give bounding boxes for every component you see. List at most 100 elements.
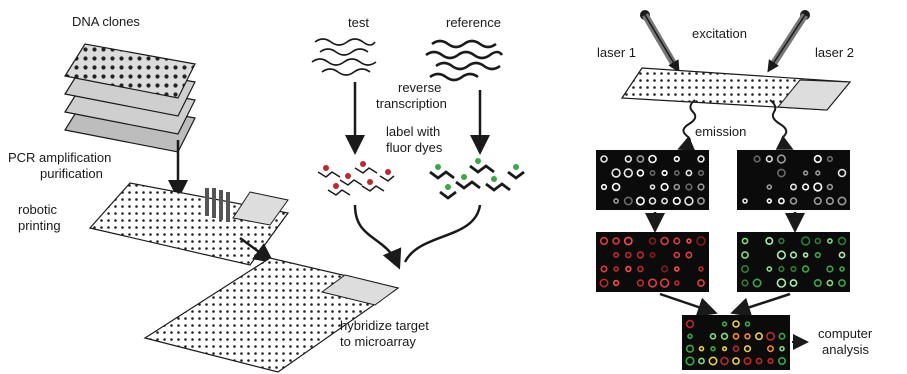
emission-arrow-1 (677, 99, 697, 151)
merged-spot (766, 345, 774, 353)
gray-spot (813, 196, 822, 206)
red-spot (613, 252, 620, 259)
green-spot (766, 266, 773, 272)
red-spot (649, 252, 656, 259)
merged-spot (779, 345, 785, 352)
gray-spot (648, 197, 657, 205)
red-spot (660, 265, 669, 273)
green-spot (752, 278, 762, 288)
red-spot (696, 236, 706, 246)
dna-clone-plates (64, 43, 196, 153)
merged-spot (744, 321, 751, 327)
gray-spot (600, 155, 608, 163)
test-rna-strands (311, 38, 377, 76)
gray-spot (778, 197, 785, 205)
gray-spot (661, 197, 668, 205)
gray-spot (777, 168, 786, 178)
gray-spot (624, 155, 632, 163)
scan-gray-1 (596, 150, 709, 210)
red-spot (647, 278, 658, 288)
red-spot (599, 278, 609, 288)
red-spot (648, 237, 657, 245)
gray-spot (802, 170, 809, 176)
red-spot (636, 279, 645, 287)
green-spot (778, 237, 785, 245)
green-spot (740, 264, 749, 273)
green-spot (789, 279, 798, 287)
gray-spot (776, 154, 787, 164)
green-spot (776, 278, 787, 288)
test-label: test (348, 15, 369, 30)
merged-spot (685, 344, 695, 353)
laser-2 (767, 10, 810, 73)
green-spot (741, 237, 749, 245)
gray-spot (611, 168, 621, 178)
red-spot (660, 236, 669, 246)
gray-spot (636, 155, 645, 163)
red-dye-marks (323, 161, 391, 189)
gray-spot (660, 182, 669, 192)
red-spot (612, 237, 620, 245)
analysis-label: analysis (822, 342, 869, 357)
hybridize-label: hybridize target (340, 318, 429, 333)
gray-spot (826, 183, 834, 191)
green-dye-marks (435, 158, 519, 190)
scan-red (596, 232, 709, 292)
green-spot (826, 265, 834, 273)
scan-gray-2 (737, 150, 850, 210)
merged-spot (698, 345, 705, 352)
merged-spot (708, 356, 718, 366)
red-spot (624, 251, 632, 259)
gray-spot (611, 182, 621, 192)
red-spot (625, 265, 632, 273)
merged-spot (732, 357, 740, 365)
red-spot (685, 251, 693, 259)
reference-label: reference (446, 15, 501, 30)
green-spot (778, 265, 785, 273)
gray-spot (742, 198, 748, 204)
laser-1-label: laser 1 (597, 45, 637, 60)
purification-label: purification (40, 166, 103, 181)
green-spot (837, 236, 847, 246)
laser-2-label: laser 2 (815, 45, 855, 60)
red-spot (673, 280, 680, 286)
red-spot (686, 238, 692, 244)
emission-label: emission (695, 124, 747, 139)
red-spot (673, 251, 681, 259)
merged-spot (754, 332, 763, 341)
gray-spot (766, 184, 773, 190)
gray-spot (649, 184, 656, 190)
scan-merged (682, 315, 790, 370)
red-spot (612, 279, 620, 287)
green-spot (800, 236, 811, 246)
gray-spot (815, 170, 821, 176)
labeled-test-cdna (317, 167, 395, 196)
green-spot (741, 279, 749, 287)
merged-spot (732, 345, 740, 353)
red-spot (697, 279, 705, 287)
merged-spot (777, 356, 786, 365)
red-spot (637, 265, 644, 273)
merged-spot (721, 321, 728, 327)
gray-spot (837, 196, 847, 206)
merged-spot (765, 331, 775, 341)
gray-spot (765, 155, 773, 163)
gray-spot (613, 198, 619, 204)
gray-spot (753, 155, 761, 163)
green-spot (814, 251, 821, 259)
merged-spot (732, 320, 740, 328)
scanned-slide (620, 67, 852, 111)
excitation-label: excitation (692, 26, 747, 41)
gray-spot (636, 169, 645, 177)
green-spot (838, 279, 846, 287)
red-spot (613, 266, 619, 272)
red-spot (673, 266, 680, 272)
green-spot (827, 238, 833, 244)
gray-spot (635, 196, 645, 206)
merged-spot (698, 357, 705, 365)
merged-spot (687, 333, 693, 340)
merged-spot (709, 332, 717, 340)
merged-spot (721, 346, 728, 352)
